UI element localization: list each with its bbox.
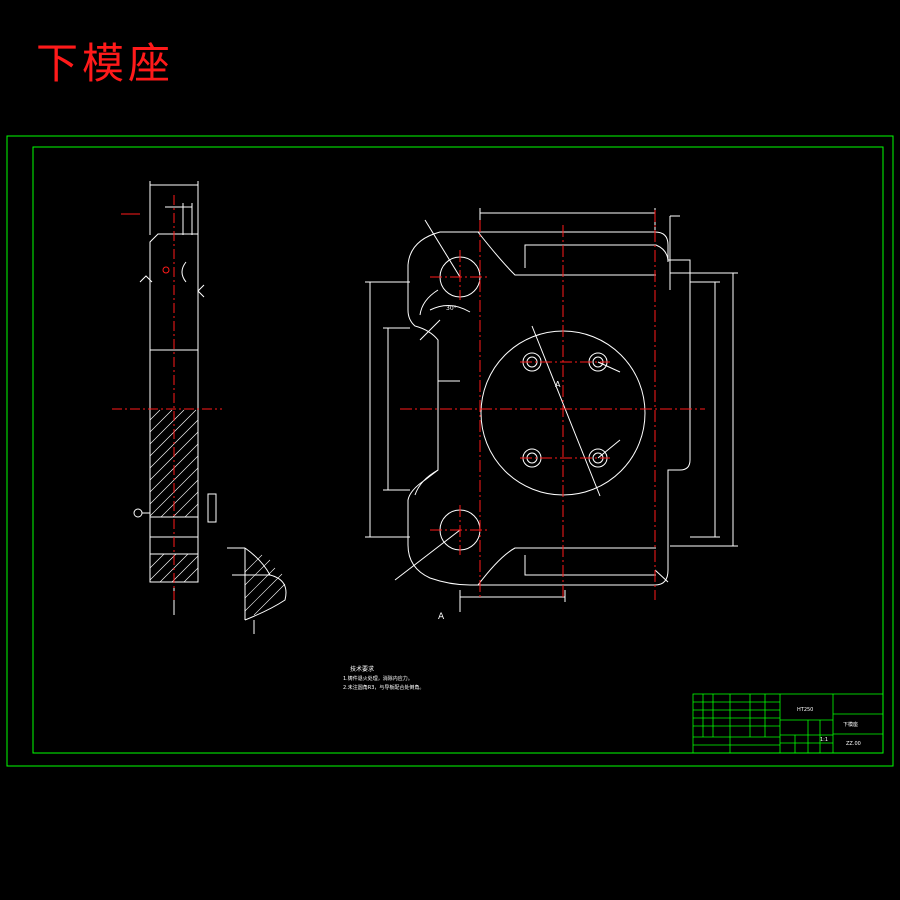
title-block (692, 693, 884, 754)
plan-view (365, 208, 738, 612)
title-block-drawing-name: 下模座 (843, 721, 858, 728)
outer-frame (6, 135, 894, 767)
detail-view (227, 547, 287, 634)
tech-req-line-2: 2.未注圆角R3，与导板配合处倒角。 (343, 684, 424, 691)
section-label-A: A (438, 612, 445, 622)
title-block-scale: 1:1 (820, 737, 828, 743)
inner-frame (32, 146, 884, 754)
side-view (133, 181, 217, 615)
title-block-code: ZZ.00 (846, 741, 861, 747)
drawing-title: 下模座 (36, 39, 175, 88)
title-block-material: HT250 (797, 707, 813, 713)
tech-req-line-1: 1.铸件退火处理，消除内应力。 (343, 675, 413, 682)
tech-req-heading: 技术要求 (350, 665, 374, 673)
ref-label-A: A (555, 380, 561, 389)
centerlines (400, 210, 705, 600)
angle-label: 30° (446, 305, 457, 312)
